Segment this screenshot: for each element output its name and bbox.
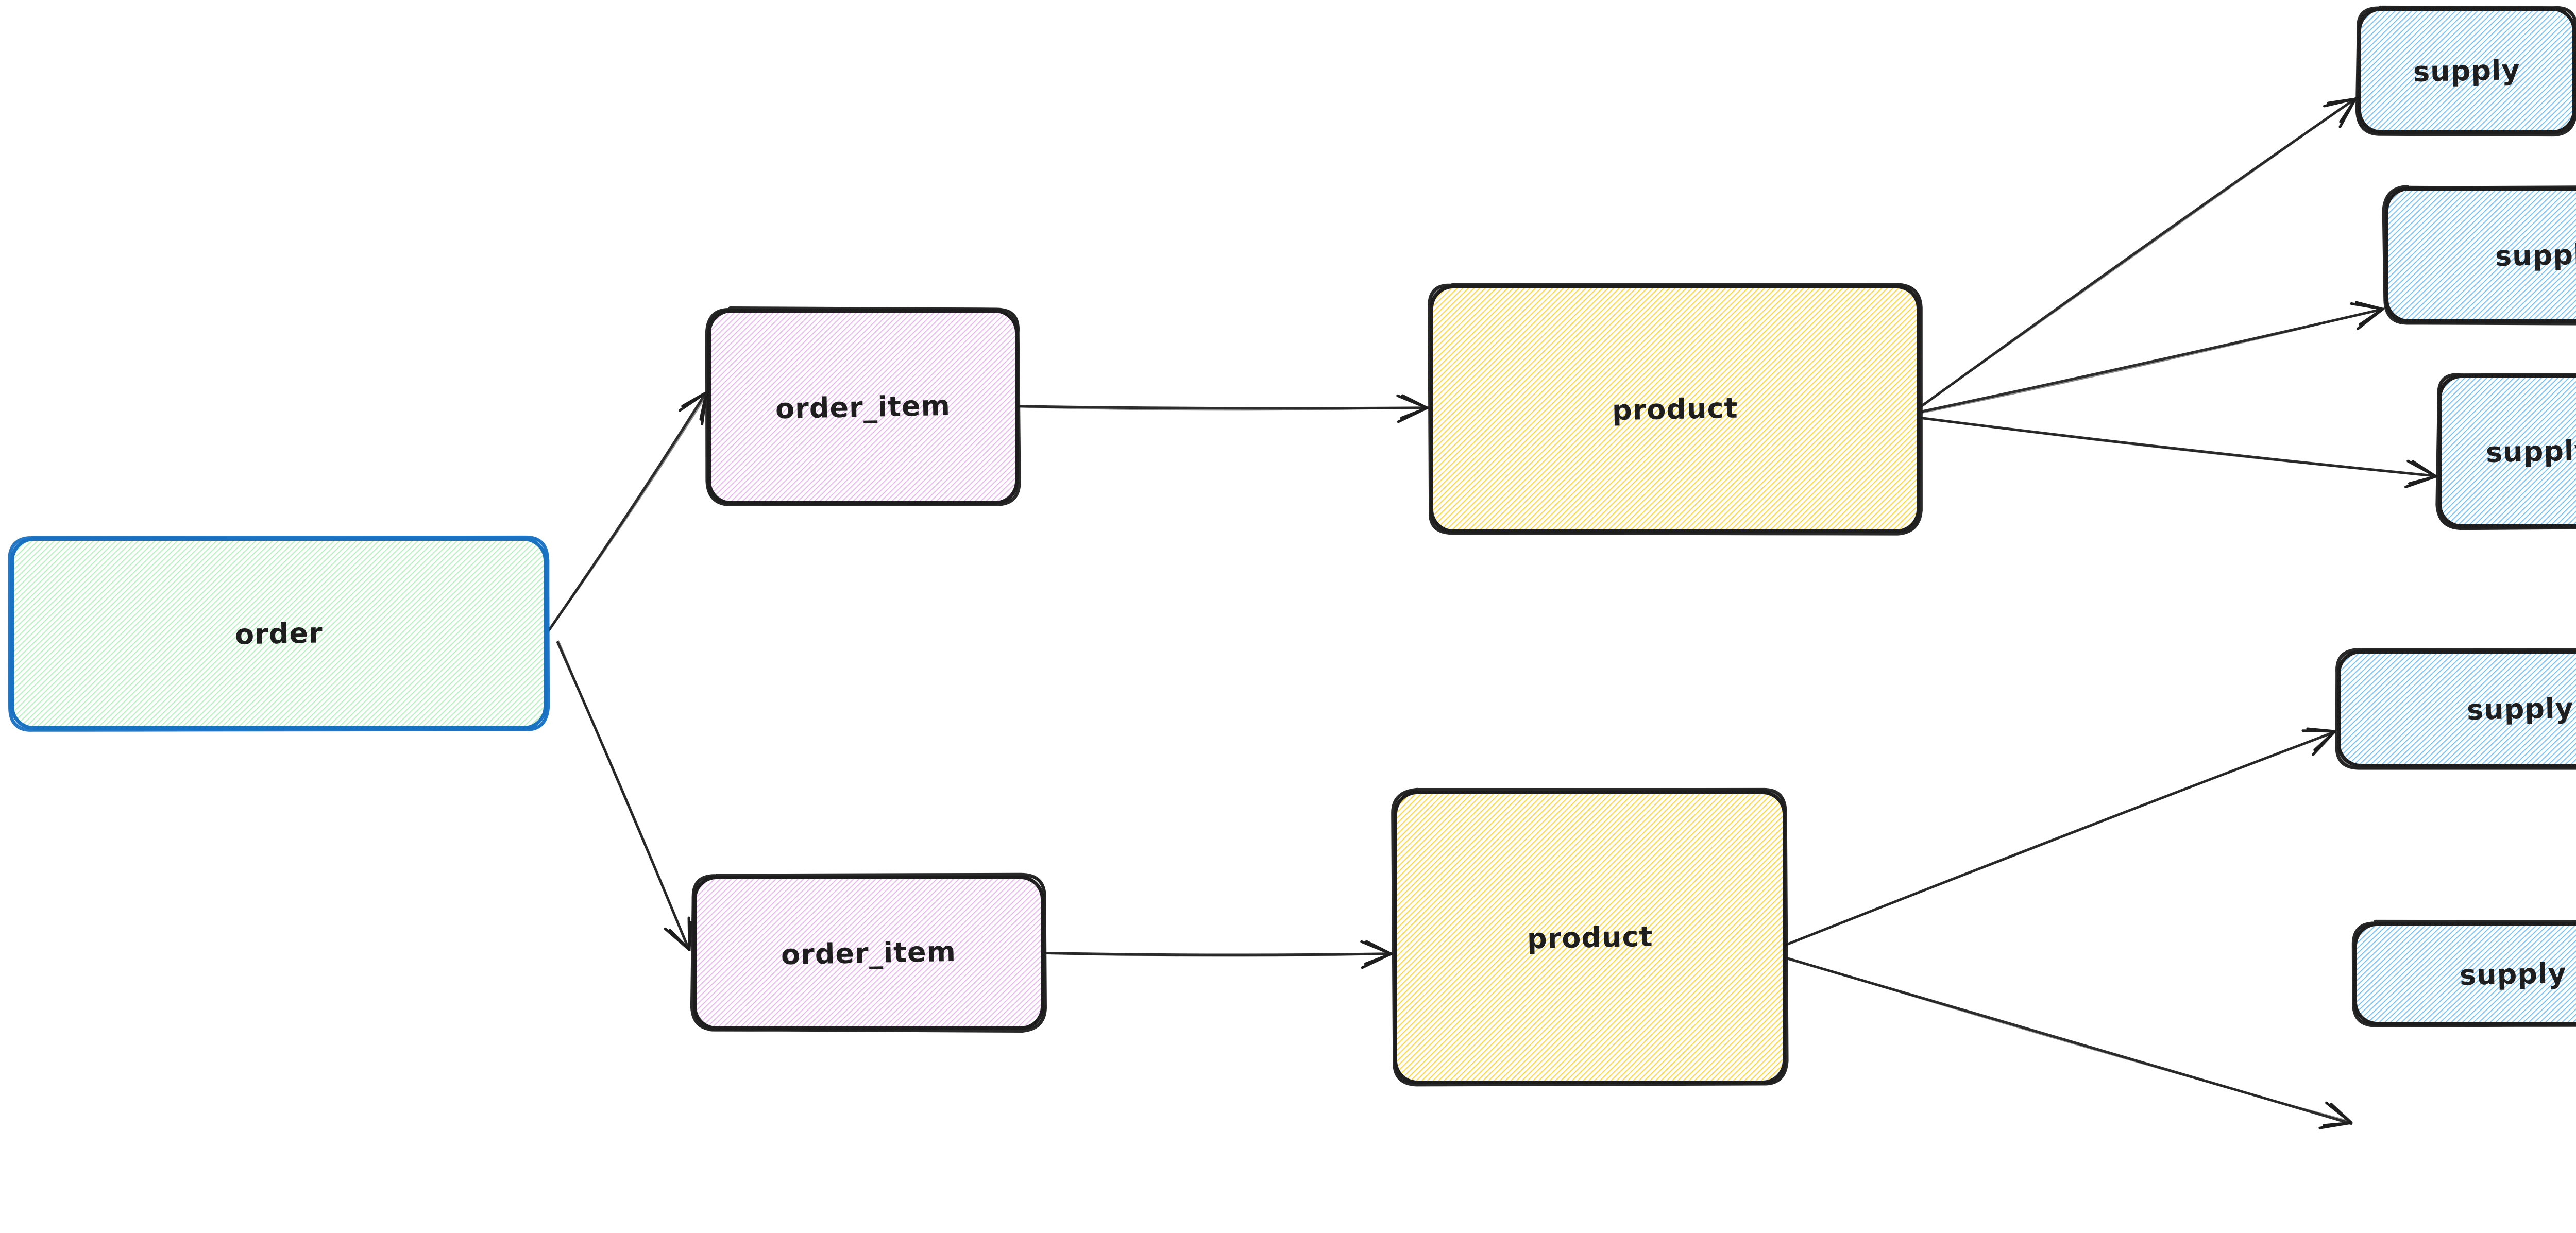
- node-label: product: [1527, 920, 1653, 955]
- node-label: order_item: [781, 935, 956, 971]
- node-supply-5[interactable]: supply: [2353, 922, 2576, 1025]
- node-label: supply: [2467, 692, 2574, 726]
- node-label: supply: [2495, 238, 2576, 272]
- node-label: supply: [2486, 434, 2576, 469]
- node-label: supply: [2460, 957, 2567, 991]
- node-product-top[interactable]: product: [1430, 285, 1920, 533]
- node-supply-2[interactable]: supply: [2385, 187, 2576, 323]
- node-supply-4[interactable]: supply: [2337, 650, 2576, 767]
- node-order-item-top[interactable]: order_item: [707, 309, 1019, 505]
- node-label: product: [1612, 391, 1738, 426]
- node-order-item-bottom[interactable]: order_item: [693, 876, 1044, 1030]
- node-supply-3[interactable]: supply: [2438, 374, 2576, 528]
- node-label: order: [234, 616, 323, 650]
- node-supply-1[interactable]: supply: [2358, 7, 2576, 134]
- node-product-bottom[interactable]: product: [1394, 791, 1786, 1084]
- node-order[interactable]: order: [10, 537, 547, 730]
- node-label: supply: [2413, 54, 2521, 88]
- node-label: order_item: [775, 389, 951, 425]
